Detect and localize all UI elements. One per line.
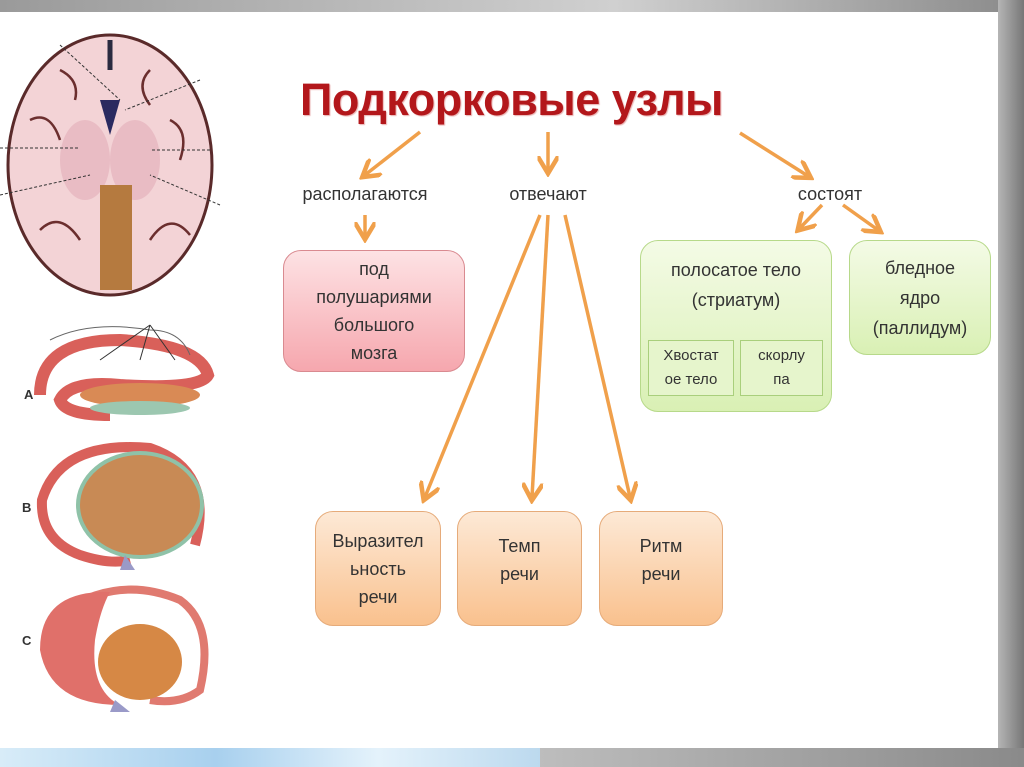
slide-frame-top: [0, 0, 1024, 12]
caudate-line: ое тело: [664, 371, 718, 388]
slide-frame-bottom-decoration: [0, 748, 540, 767]
page-title: Подкорковые узлы: [300, 74, 723, 125]
location-line: полушариями: [316, 287, 432, 307]
location-line: большого: [333, 315, 415, 335]
function-line: ьность: [350, 558, 406, 579]
function-line: речи: [500, 563, 539, 584]
function-box-rhythm: Ритм речи: [599, 511, 723, 626]
pallidum-box: бледное ядро (паллидум): [849, 240, 991, 355]
caudate-nucleus-illustration-a: [34, 324, 215, 421]
slide-frame-bottom: [540, 748, 1024, 767]
function-line: речи: [641, 563, 681, 584]
caudate-nucleus-illustration-b: [36, 442, 205, 570]
function-line: Ритм: [639, 535, 683, 556]
figure-label-a: A: [24, 387, 34, 402]
location-line: мозга: [350, 343, 398, 363]
branch-consist: состоят: [797, 184, 863, 204]
putamen-box: скорлу па: [740, 340, 823, 396]
function-line: Темп: [498, 535, 541, 556]
putamen-line: скорлу: [758, 347, 805, 364]
striatum-line: (стриатум): [691, 290, 781, 310]
figure-label-b: B: [22, 500, 32, 515]
caudate-nucleus-box: Хвостат ое тело: [648, 340, 734, 396]
arrow-to-expressiveness: [425, 214, 542, 497]
function-line: речи: [358, 586, 398, 607]
brain-section-illustration: [0, 33, 221, 297]
function-box-expressiveness: Выразител ьность речи: [315, 511, 441, 626]
branch-located: располагаются: [302, 184, 428, 204]
location-box: под полушариями большого мозга: [283, 250, 465, 372]
caudate-line: Хвостат: [663, 347, 719, 364]
slide-frame-right: [998, 0, 1024, 767]
pallidum-line: ядро: [899, 287, 941, 308]
branch-responsible: отвечают: [509, 184, 587, 204]
putamen-line: па: [773, 371, 790, 388]
function-box-tempo: Темп речи: [457, 511, 582, 626]
pallidum-line: бледное: [884, 257, 956, 278]
figure-label-c: C: [22, 633, 32, 648]
arrow-title-to-consist: [739, 131, 808, 176]
function-line: Выразител: [332, 530, 424, 551]
arrow-to-tempo: [532, 214, 550, 497]
pallidum-line: (паллидум): [872, 317, 968, 338]
arrow-to-rhythm: [563, 214, 630, 497]
arrow-title-to-located: [365, 130, 422, 175]
arrow-consist-to-striatum: [800, 203, 824, 228]
striatum-line: полосатое тело: [671, 260, 801, 280]
location-line: под: [359, 259, 389, 279]
caudate-nucleus-illustration-c: [40, 585, 209, 712]
arrow-consist-to-pallidum: [841, 203, 878, 230]
